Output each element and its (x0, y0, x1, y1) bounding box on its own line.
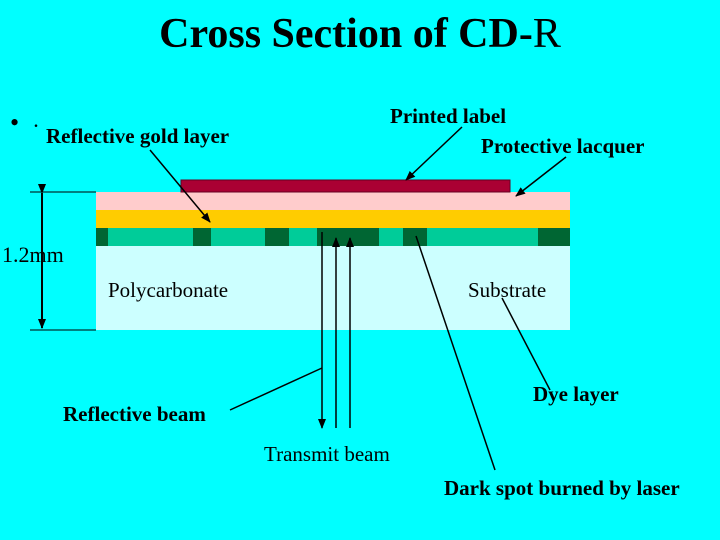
substrate-layer (96, 246, 570, 330)
protective-lacquer-arrow (515, 156, 567, 197)
label-reflective-gold-layer: Reflective gold layer (46, 124, 230, 148)
printed-label-arrow (405, 126, 463, 181)
printed-label-layer (180, 179, 511, 193)
protective-lacquer-layer (96, 192, 570, 210)
dark-spot (317, 228, 379, 246)
title-last-letter: R (532, 11, 561, 57)
label-dye-layer: Dye layer (533, 382, 619, 406)
dark-spot-line (415, 235, 496, 471)
substrate-dye-line (501, 297, 551, 391)
gold-layer (96, 210, 570, 228)
gold-layer-arrow (149, 149, 211, 223)
page-title: Cross Section of CD-R (0, 10, 720, 58)
title-main: Cross Section of CD- (159, 11, 533, 57)
dark-spot (538, 228, 570, 246)
label-printed-label: Printed label (390, 104, 507, 128)
label-polycarbonate: Polycarbonate (108, 278, 229, 302)
label-protective-lacquer: Protective lacquer (481, 134, 645, 158)
bullet-symbol: • (10, 108, 20, 137)
bullet-dot: . (34, 114, 38, 131)
dark-spot (96, 228, 108, 246)
dark-spot (193, 228, 211, 246)
dark-spot (265, 228, 289, 246)
dark-spot (403, 228, 427, 246)
label-transmit-beam: Transmit beam (264, 442, 390, 466)
label-thickness: 1.2mm (2, 242, 64, 267)
label-dark-spot: Dark spot burned by laser (444, 476, 680, 500)
label-reflective-beam: Reflective beam (63, 402, 206, 426)
reflective-beam-line (229, 367, 323, 411)
label-substrate: Substrate (468, 278, 547, 302)
